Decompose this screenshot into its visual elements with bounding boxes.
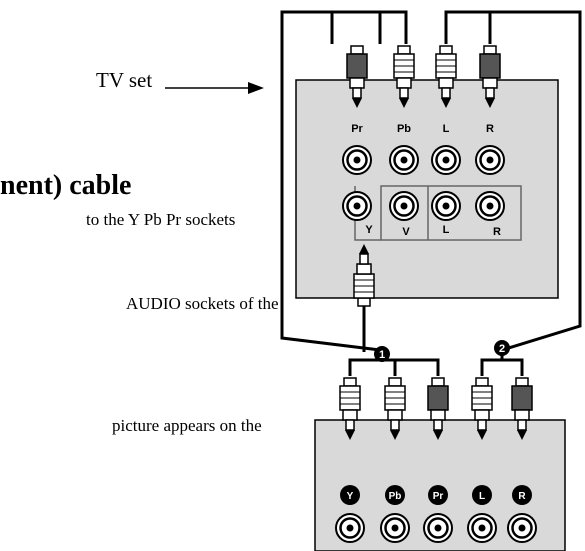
source-label-pb: Pb	[389, 491, 402, 502]
source-socket-pb	[379, 512, 411, 544]
tv-socket-r	[474, 144, 506, 176]
callout-1: 1	[374, 346, 390, 362]
source-socket-y	[334, 512, 366, 544]
tv-label-pr: Pr	[351, 123, 363, 135]
svg-text:2: 2	[499, 343, 505, 355]
instruction-line-2: AUDIO sockets of the	[126, 294, 279, 313]
tv-socket-pb	[388, 144, 420, 176]
tv-label-v: V	[402, 226, 410, 238]
section-heading: nent) cable	[0, 170, 132, 201]
instruction-line-3: picture appears on the	[112, 416, 262, 435]
tv-socket-v	[388, 190, 420, 222]
tv-socket-pr	[341, 144, 373, 176]
tv-socket-l	[430, 144, 462, 176]
tv-label-y: Y	[365, 224, 373, 236]
source-socket-pr	[422, 512, 454, 544]
source-socket-r	[506, 512, 538, 544]
tv-label-r2: R	[493, 226, 501, 238]
source-label-l: L	[479, 491, 485, 502]
tv-label-pb: Pb	[397, 123, 411, 135]
source-socket-l	[466, 512, 498, 544]
y-cable	[353, 243, 375, 340]
tv-top-cables	[330, 10, 492, 44]
tv-label-l2: L	[443, 224, 450, 236]
source-label-r: R	[518, 491, 526, 502]
tv-socket-l2	[430, 190, 462, 222]
pointer-arrow	[165, 82, 264, 94]
callout-2: 2	[494, 340, 510, 356]
tv-label-r: R	[486, 123, 494, 135]
svg-text:1: 1	[379, 349, 385, 361]
tv-set-label: TV set	[96, 68, 153, 92]
tv-socket-r2	[474, 190, 506, 222]
tv-label-l: L	[443, 123, 450, 135]
tv-input-panel	[295, 79, 559, 299]
outer-cable-loop	[280, 10, 582, 352]
tv-socket-y	[341, 190, 373, 222]
source-badges: Y Pb Pr L R	[340, 485, 532, 505]
source-label-y: Y	[347, 491, 354, 502]
source-label-pr: Pr	[433, 491, 444, 502]
instruction-line-1: to the Y Pb Pr sockets	[86, 210, 236, 229]
